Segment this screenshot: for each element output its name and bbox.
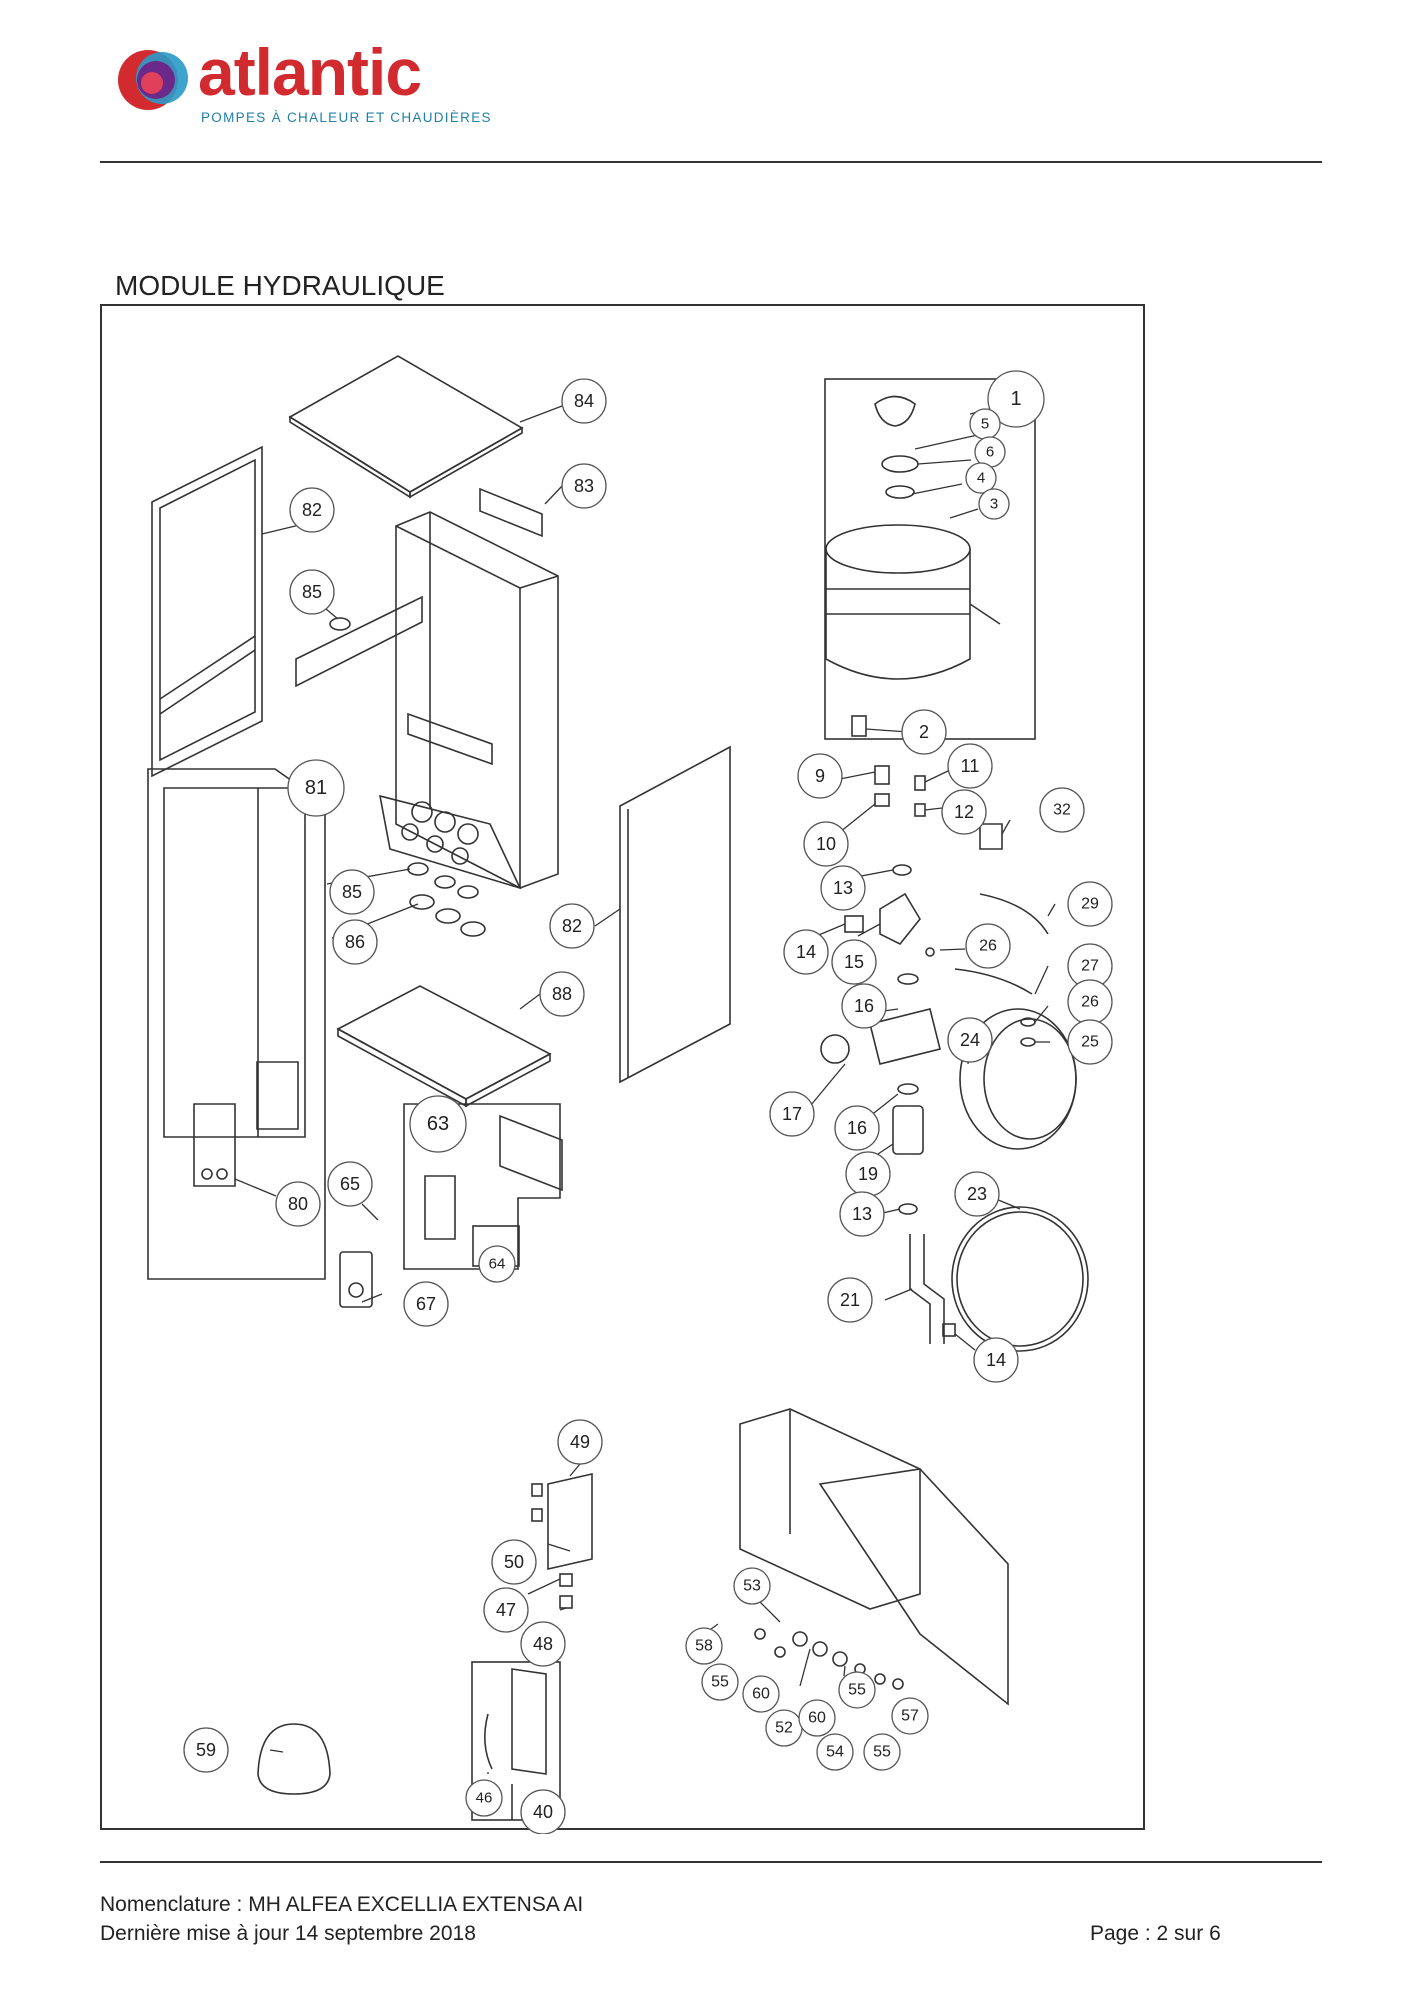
- callout-55-mid: 55: [848, 1682, 866, 1699]
- callout-40: 40: [533, 1802, 553, 1822]
- callout-49: 49: [570, 1432, 590, 1452]
- footer-page-number: Page : 2 sur 6: [1090, 1922, 1221, 1945]
- callout-57: 57: [901, 1708, 919, 1725]
- footer-nomenclature: Nomenclature : MH ALFEA EXCELLIA EXTENSA…: [100, 1893, 584, 1916]
- callout-25: 25: [1081, 1034, 1099, 1051]
- exploded-parts-diagram: 84 83 82 85 81 85 86 82 88 63 80 65 64 6…: [100, 304, 1145, 1834]
- footer-rule: [100, 1861, 1322, 1863]
- callout-9: 9: [815, 766, 825, 786]
- callout-85-bottom: 85: [342, 882, 362, 902]
- callout-15: 15: [844, 952, 864, 972]
- callout-82-right: 82: [562, 916, 582, 936]
- callout-50: 50: [504, 1552, 524, 1572]
- callout-83: 83: [574, 476, 594, 496]
- callout-13-bottom: 13: [852, 1204, 872, 1224]
- callout-19: 19: [858, 1164, 878, 1184]
- callout-3: 3: [990, 496, 998, 513]
- callout-24: 24: [960, 1030, 980, 1050]
- callout-4: 4: [977, 470, 985, 487]
- callout-26-top: 26: [979, 938, 997, 955]
- callout-1: 1: [1010, 388, 1021, 410]
- callout-65: 65: [340, 1174, 360, 1194]
- callout-63: 63: [427, 1113, 449, 1135]
- callout-48: 48: [533, 1634, 553, 1654]
- brand-logo: atlantic POMPES À CHALEUR ET CHAUDIÈRES: [112, 35, 492, 130]
- callout-84: 84: [574, 391, 594, 411]
- section-title: MODULE HYDRAULIQUE: [115, 270, 445, 301]
- callout-80: 80: [288, 1194, 308, 1214]
- callout-23: 23: [967, 1184, 987, 1204]
- callout-82-left: 82: [302, 500, 322, 520]
- callout-5: 5: [981, 416, 989, 433]
- callout-29: 29: [1081, 896, 1099, 913]
- callout-60-right: 60: [808, 1710, 826, 1727]
- header-rule: [100, 161, 1322, 163]
- callout-13-top: 13: [833, 878, 853, 898]
- callout-59: 59: [196, 1740, 216, 1760]
- callout-54: 54: [826, 1744, 844, 1761]
- callout-12: 12: [954, 802, 974, 822]
- callout-27: 27: [1081, 958, 1099, 975]
- callout-64: 64: [489, 1256, 506, 1273]
- callout-88: 88: [552, 984, 572, 1004]
- brand-name: atlantic: [198, 35, 422, 109]
- callout-10: 10: [816, 834, 836, 854]
- callout-86: 86: [345, 932, 365, 952]
- brand-tagline: POMPES À CHALEUR ET CHAUDIÈRES: [201, 110, 492, 125]
- callout-14-top: 14: [796, 942, 816, 962]
- callout-6: 6: [986, 444, 994, 461]
- callout-46: 46: [476, 1790, 493, 1807]
- callout-52: 52: [775, 1720, 793, 1737]
- callout-60-left: 60: [752, 1686, 770, 1703]
- callout-17: 17: [782, 1104, 802, 1124]
- callout-47: 47: [496, 1600, 516, 1620]
- callout-2: 2: [919, 722, 929, 742]
- callout-16-bottom: 16: [847, 1118, 867, 1138]
- callout-11: 11: [961, 756, 980, 776]
- callout-67: 67: [416, 1294, 436, 1314]
- callout-58: 58: [695, 1638, 713, 1655]
- callout-81: 81: [305, 777, 327, 799]
- callout-16-top: 16: [854, 996, 874, 1016]
- callout-26-bottom: 26: [1081, 994, 1099, 1011]
- callout-85-top: 85: [302, 582, 322, 602]
- callout-55-left: 55: [711, 1674, 729, 1691]
- callout-14-bottom: 14: [986, 1350, 1006, 1370]
- callout-32: 32: [1053, 802, 1071, 819]
- callout-55-right: 55: [873, 1744, 891, 1761]
- callout-21: 21: [840, 1290, 860, 1310]
- callout-53: 53: [743, 1578, 761, 1595]
- footer-updated-date: Dernière mise à jour 14 septembre 2018: [100, 1922, 476, 1945]
- logo-mark-icon: [118, 50, 188, 110]
